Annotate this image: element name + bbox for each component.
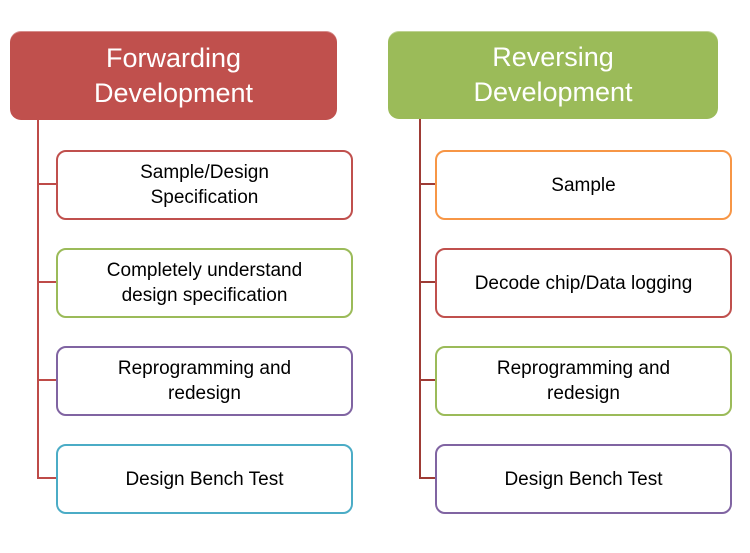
process-box-label: Sample/Design Specification [140, 162, 269, 208]
left-tree-connector-branch [37, 281, 57, 283]
process-box-sample: Sample [435, 150, 732, 220]
reversing-development-header: Reversing Development [388, 31, 718, 119]
right-tree-connector-branch [419, 379, 435, 381]
process-box-label: Sample [551, 174, 616, 196]
process-box-label: Completely understand design specificati… [106, 260, 303, 306]
process-box-completely-understand: Completely understand design specificati… [56, 248, 353, 318]
left-tree-connector-branch [37, 379, 57, 381]
process-box-design-bench-test-left: Design Bench Test [56, 444, 353, 514]
right-tree-connector-branch [419, 183, 435, 185]
forwarding-development-title: Forwarding Development [93, 42, 254, 108]
right-tree-connector-trunk [419, 119, 421, 479]
left-tree-connector-trunk [37, 120, 39, 479]
process-box-decode-chip: Decode chip/Data logging [435, 248, 732, 318]
forwarding-development-header: Forwarding Development [10, 31, 337, 120]
process-box-label: Design Bench Test [504, 468, 663, 490]
process-box-design-bench-test-right: Design Bench Test [435, 444, 732, 514]
reversing-development-title: Reversing Development [473, 42, 633, 107]
process-box-reprogramming-right: Reprogramming and redesign [435, 346, 732, 416]
right-tree-connector-branch [419, 477, 435, 479]
process-box-sample-design-specification: Sample/Design Specification [56, 150, 353, 220]
process-box-label: Reprogramming and redesign [496, 358, 671, 404]
left-tree-connector-branch [37, 477, 57, 479]
process-box-label: Reprogramming and redesign [117, 358, 292, 404]
process-box-label: Design Bench Test [125, 468, 284, 490]
right-tree-connector-branch [419, 281, 435, 283]
process-box-label: Decode chip/Data logging [474, 272, 693, 294]
left-tree-connector-branch [37, 183, 57, 185]
process-box-reprogramming-left: Reprogramming and redesign [56, 346, 353, 416]
